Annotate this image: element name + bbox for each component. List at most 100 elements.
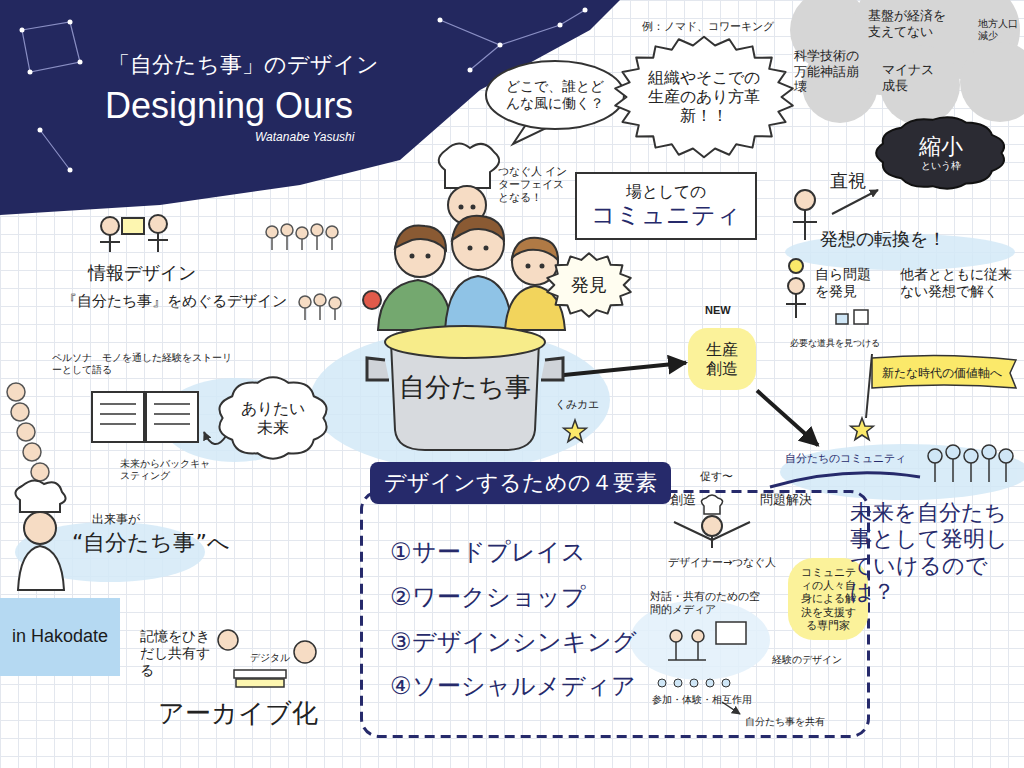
node-text: 組織やそこでの生産のあり方革新！！	[646, 68, 762, 126]
night-band	[498, 43, 503, 48]
night-band	[20, 28, 25, 33]
community-box: 場としてのコミュニティ	[575, 172, 757, 240]
designer-figure	[674, 522, 750, 548]
small-people	[946, 445, 960, 459]
node-text: という枠	[895, 160, 987, 172]
note-label: 創造	[670, 492, 696, 508]
night-band	[558, 23, 563, 28]
night-band	[38, 128, 43, 133]
book-icon	[100, 404, 190, 424]
designer-figure	[702, 516, 722, 536]
note-label: Watanabe Yasushi	[255, 130, 354, 144]
value-flag-outline	[872, 355, 1016, 388]
people-figures	[100, 215, 168, 252]
designer-figure	[692, 630, 704, 642]
book-icon	[146, 392, 198, 442]
people-figures	[101, 217, 119, 235]
value-flag: 新たな時代の価値軸へ	[872, 358, 1016, 388]
note-label: 例：ノマド、コワーキング	[642, 20, 774, 33]
burst-bubble-outline	[615, 37, 793, 157]
crowd	[314, 294, 326, 306]
node-text: 自分たちのコミュニティ	[774, 452, 916, 465]
note-label: 記憶をひきだし共有する	[140, 628, 215, 678]
center-people	[541, 265, 544, 268]
node-text: 新たな時代の価値軸へ	[882, 366, 1002, 380]
center-people	[527, 265, 530, 268]
burst-bubble: 組織やそこでの生産のあり方革新！！	[628, 46, 780, 148]
center-people	[512, 238, 558, 260]
node-text: 発見	[566, 274, 612, 296]
night-band	[438, 18, 443, 23]
right-figures	[786, 190, 878, 324]
discovery-burst-outline	[547, 253, 630, 316]
center-people	[427, 255, 430, 258]
small-people	[928, 449, 942, 463]
crowd	[329, 297, 341, 309]
note-label: NEW	[705, 304, 731, 317]
note-label: 未来を自分たち事として発明していけるのでは？	[850, 500, 1015, 606]
crowd	[272, 236, 332, 250]
center-people	[485, 247, 488, 250]
star-icon	[564, 420, 587, 442]
right-figures	[832, 190, 878, 214]
night-band	[583, 8, 588, 13]
node-text: ②ワークショップ	[390, 583, 586, 612]
note-label: デジタル	[250, 652, 290, 664]
left-heads	[7, 383, 25, 401]
crowd	[305, 306, 335, 320]
center-people	[452, 216, 504, 240]
diagram-title: 「自分たち事」のデザイン	[108, 52, 379, 78]
note-label: 発想の転換を！	[820, 228, 946, 250]
speech-bubble-outline	[486, 61, 624, 129]
center-people	[378, 280, 452, 330]
crowd	[311, 224, 323, 236]
node-text: コミュニティ	[591, 201, 741, 230]
note-label: 基盤が経済を支えてない	[868, 8, 950, 39]
note-label: つなぐ人 インターフェイスとなる！	[498, 165, 570, 205]
left-heads	[17, 423, 35, 441]
node-text: ④ソーシャルメディア	[390, 672, 636, 701]
yellow-blob: 生産 創造	[690, 330, 754, 388]
night-band	[0, 0, 620, 215]
speech-bubble: どこで、誰とどんな風に働く？	[485, 60, 625, 130]
elements-region: ①サードプレイス②ワークショップ③デザインシンキング④ソーシャルメディアデザイン…	[360, 490, 870, 738]
blue-wash	[15, 234, 1024, 680]
book-icon	[92, 392, 144, 442]
night-band	[78, 60, 83, 65]
community-arc-outline	[770, 473, 920, 487]
center-people	[439, 143, 499, 188]
right-figures	[789, 259, 803, 273]
designer-figure	[690, 679, 698, 687]
archive-figures	[234, 670, 286, 678]
designer-figure	[701, 495, 722, 514]
people-figures	[149, 215, 167, 233]
grey-cloud	[790, 0, 1024, 125]
pot-outline	[385, 326, 545, 358]
note-label: 経験のデザイン	[772, 654, 842, 666]
crowd	[299, 296, 311, 308]
archive-figures	[218, 630, 316, 687]
elements-region-outline	[362, 492, 869, 737]
note-label: 必要な道具を見つける	[790, 338, 880, 349]
node-text: どこで、誰とどんな風に働く？	[505, 78, 605, 112]
left-heads	[31, 463, 49, 481]
left-heads	[23, 443, 41, 461]
left-heads	[11, 403, 29, 421]
yellow-blob-outline	[688, 328, 756, 390]
archive-figures	[236, 679, 284, 687]
node-text: 縮小	[895, 134, 987, 160]
center-people	[460, 206, 463, 209]
chef-figure	[15, 480, 65, 590]
node-text: ①サードプレイス	[390, 538, 586, 567]
right-figures	[795, 190, 815, 210]
dark-cloud-outline	[876, 117, 1004, 188]
night-band	[68, 20, 73, 25]
node-text: 生産 創造	[698, 340, 746, 378]
discovery-burst: 発見	[558, 262, 620, 308]
designer-figure	[706, 679, 714, 687]
note-label: 促す〜	[700, 470, 733, 483]
note-label: 未来からバックキャスティング	[120, 458, 215, 482]
night-band	[28, 70, 33, 75]
small-people	[999, 449, 1013, 463]
flow-arrow	[757, 391, 818, 446]
